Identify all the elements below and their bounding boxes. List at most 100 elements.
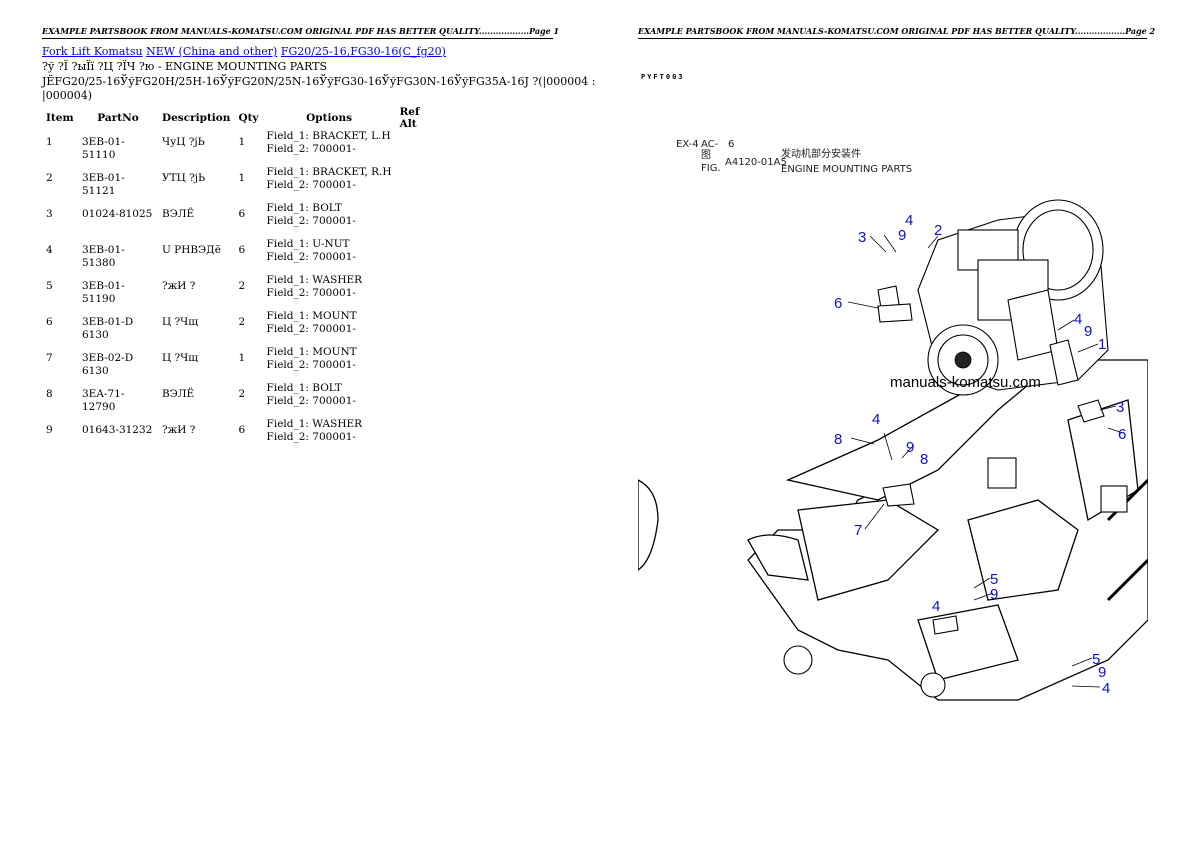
item-cell: 7 bbox=[46, 352, 53, 364]
callout-4c: 4 bbox=[872, 411, 880, 428]
option-opt2: Field_2: 700001- bbox=[266, 142, 356, 155]
callout-1: 1 bbox=[1098, 336, 1106, 353]
qty-cell: 2 bbox=[238, 388, 246, 400]
callout-9b: 9 bbox=[1084, 323, 1092, 340]
item-cell: 5 bbox=[46, 280, 53, 292]
option-opt1: Field_1: MOUNT bbox=[266, 310, 357, 322]
refalt-cell bbox=[396, 166, 444, 202]
parts-table: Item PartNo Description Qty Options Ref … bbox=[42, 106, 444, 454]
option-opt1: Field_1: BRACKET, R.H bbox=[266, 166, 392, 178]
table-header-row: Item PartNo Description Qty Options Ref … bbox=[42, 106, 444, 130]
callout-4e: 4 bbox=[1102, 680, 1110, 697]
figure-title-en: ENGINE MOUNTING PARTS bbox=[781, 164, 912, 175]
refalt-cell bbox=[396, 382, 444, 418]
callout-3b: 3 bbox=[1116, 399, 1124, 416]
option-opt1: Field_1: U-NUT bbox=[266, 238, 350, 250]
figure-label-a2: AC- bbox=[701, 139, 719, 150]
section-title: ?ў ?Ї ?ыЇї ?Ц ?ЇЧ ?ю - ENGINE MOUNTING P… bbox=[42, 60, 328, 73]
refalt-cell bbox=[396, 274, 444, 310]
col-item: Item bbox=[46, 112, 74, 124]
option-opt1: Field_1: BOLT bbox=[266, 382, 342, 394]
figure-watermark: manuals-komatsu.com bbox=[890, 374, 1041, 391]
refalt-cell bbox=[396, 346, 444, 382]
option-opt2: Field_2: 700001- bbox=[266, 250, 356, 263]
serial-range-line2: |000004) bbox=[42, 89, 92, 102]
breadcrumb-link-forklift[interactable]: Fork Lift Komatsu bbox=[42, 45, 143, 58]
page2-header: EXAMPLE PARTSBOOK FROM MANUALS-KOMATSU.C… bbox=[638, 26, 1155, 39]
option-opt2: Field_2: 700001- bbox=[266, 322, 356, 335]
callout-6b: 6 bbox=[1118, 426, 1126, 443]
figure-label-a3: 6 bbox=[728, 139, 734, 150]
item-cell: 2 bbox=[46, 172, 53, 184]
figure-label-b2: FIG. bbox=[701, 163, 721, 174]
serial-range-line1: JЁFG20/25-16ЎўFG20H/25H-16ЎўFG20N/25N-16… bbox=[42, 75, 596, 88]
callout-3a: 3 bbox=[858, 229, 866, 246]
partno-cell: 3EB-01-D 6130 bbox=[82, 316, 134, 341]
diagram-svg: PYFT003 EX-4 AC- 6 图 FIG. A4120-01A5 发动机… bbox=[637, 73, 1150, 701]
item-cell: 6 bbox=[46, 316, 53, 328]
col-options: Options bbox=[306, 112, 352, 124]
callout-6a: 6 bbox=[834, 295, 842, 312]
partno-cell: 3EB-01-51380 bbox=[82, 244, 125, 269]
description-cell: ВЭЛЁ bbox=[162, 208, 195, 220]
engine-block bbox=[917, 199, 1109, 396]
callout-4a: 4 bbox=[905, 212, 913, 229]
col-qty: Qty bbox=[238, 112, 259, 124]
partno-cell: 3EB-01-51190 bbox=[82, 280, 125, 305]
exploded-parts-diagram: PYFT003 EX-4 AC- 6 图 FIG. A4120-01A5 发动机… bbox=[637, 60, 1150, 720]
qty-cell: 2 bbox=[238, 316, 246, 328]
item-cell: 8 bbox=[46, 388, 53, 400]
figure-number: A4120-01A5 bbox=[725, 157, 787, 168]
item-cell: 1 bbox=[46, 136, 53, 148]
option-opt1: Field_1: WASHER bbox=[266, 418, 363, 430]
callout-4d: 4 bbox=[932, 598, 940, 615]
figure-label-a1: EX-4 bbox=[676, 139, 699, 150]
callout-numbers: 4 2 3 9 6 4 9 1 3 6 4 8 9 8 7 5 9 4 5 9 … bbox=[834, 212, 1126, 697]
qty-cell: 2 bbox=[238, 280, 246, 292]
description-cell: УТЦ ?jЬ bbox=[162, 172, 206, 184]
engine-mounts bbox=[877, 285, 1128, 635]
breadcrumb-link-model[interactable]: FG20/25-16,FG30-16(C_fg20) bbox=[280, 45, 446, 58]
figure-title-cn: 发动机部分安装件 bbox=[781, 147, 861, 160]
callout-2: 2 bbox=[934, 222, 942, 239]
partno-cell: 3EB-01-51121 bbox=[82, 172, 125, 197]
col-description: Description bbox=[162, 112, 231, 124]
option-opt2: Field_2: 700001- bbox=[266, 286, 356, 299]
callout-9c: 9 bbox=[906, 439, 914, 456]
breadcrumb-link-region[interactable]: NEW (China and other) bbox=[146, 45, 278, 58]
qty-cell: 1 bbox=[238, 352, 246, 364]
description-cell: U РНВЭДё bbox=[162, 244, 221, 256]
col-partno: PartNo bbox=[97, 112, 139, 124]
qty-cell: 1 bbox=[238, 136, 246, 148]
callout-4b: 4 bbox=[1074, 311, 1082, 328]
page1-header: EXAMPLE PARTSBOOK FROM MANUALS-KOMATSU.C… bbox=[42, 26, 559, 39]
item-cell: 4 bbox=[46, 244, 53, 256]
callout-8b: 8 bbox=[920, 451, 928, 468]
figure-code: PYFT003 bbox=[641, 73, 685, 81]
description-cell: ?жИ ? bbox=[162, 424, 196, 436]
leader-lines bbox=[847, 234, 1124, 688]
refalt-cell bbox=[396, 202, 444, 238]
callout-7: 7 bbox=[854, 522, 862, 539]
partno-cell: 3EB-02-D 6130 bbox=[82, 352, 134, 377]
partno-cell: 01643-31232 bbox=[82, 424, 153, 436]
callout-9e: 9 bbox=[1098, 664, 1106, 681]
callout-9a: 9 bbox=[898, 227, 906, 244]
partno-cell: 3EB-01-51110 bbox=[82, 136, 125, 161]
option-opt1: Field_1: WASHER bbox=[266, 274, 363, 286]
qty-cell: 6 bbox=[238, 424, 246, 436]
description-cell: ЧуЦ ?jЬ bbox=[162, 136, 205, 148]
callout-5b: 5 bbox=[1092, 651, 1100, 668]
option-opt2: Field_2: 700001- bbox=[266, 430, 356, 443]
callout-5a: 5 bbox=[990, 571, 998, 588]
refalt-cell bbox=[396, 130, 444, 166]
